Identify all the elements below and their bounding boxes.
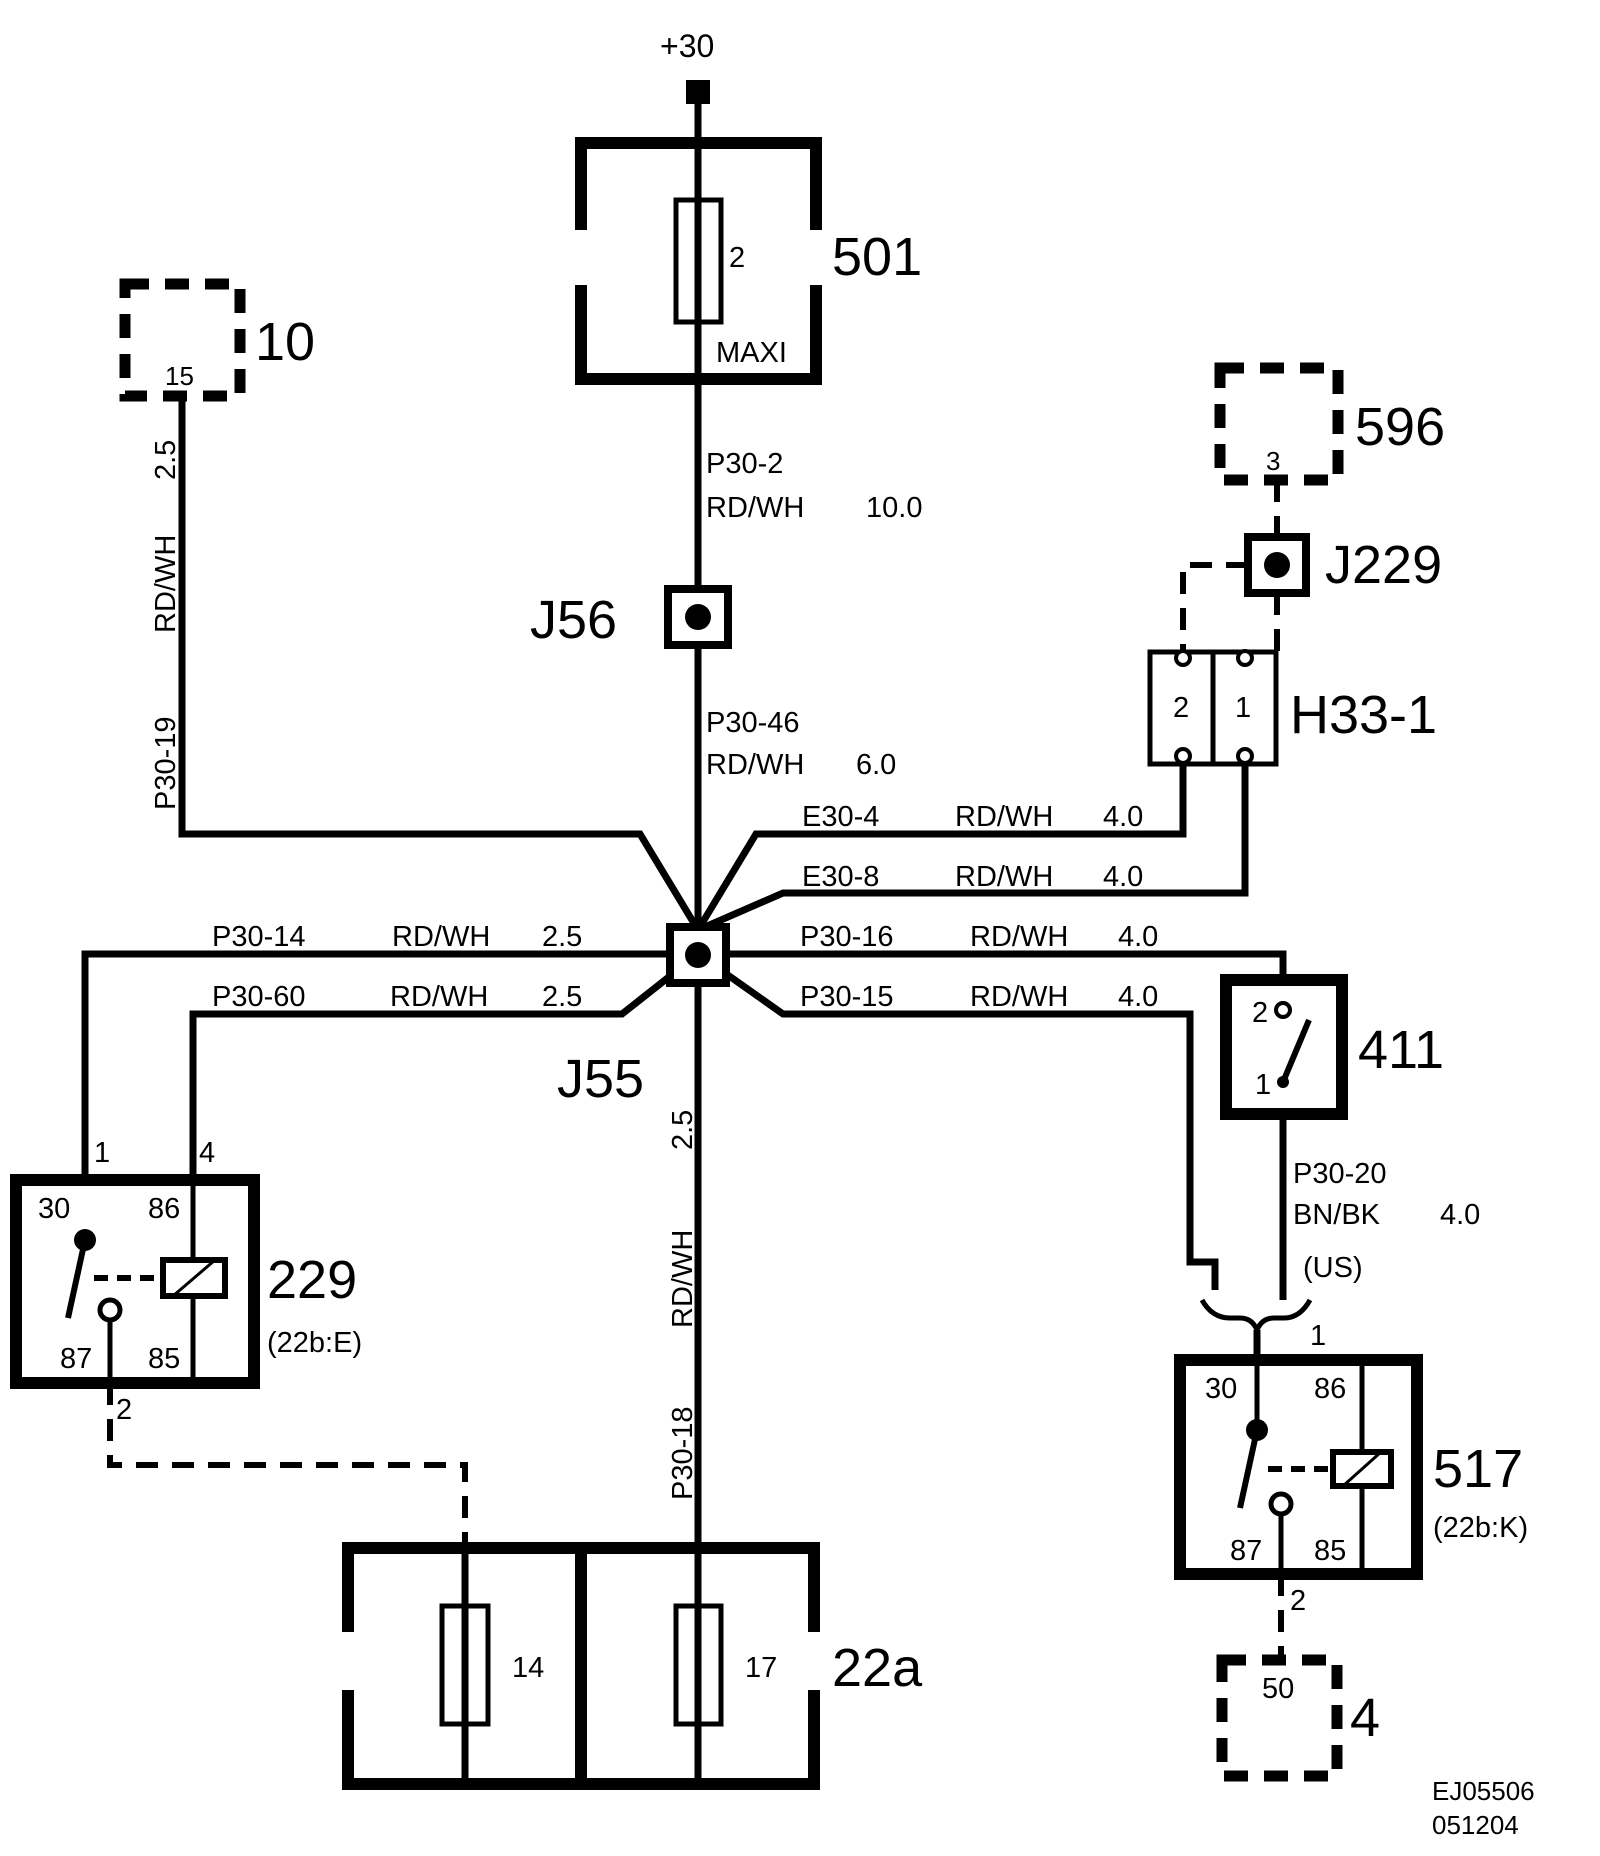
fuse-number-17: 17 — [745, 1652, 777, 1684]
wire-code-e30-8: E30-8 — [802, 861, 879, 893]
wire-size-p30-15: 4.0 — [1118, 981, 1158, 1013]
document-date: 051204 — [1432, 1810, 1519, 1840]
wire-merge-brace — [1199, 1298, 1313, 1337]
wire-size-e30-8: 4.0 — [1103, 861, 1143, 893]
fuse-number: 2 — [729, 242, 745, 274]
wire-color-p30-16: RD/WH — [970, 921, 1068, 953]
pin-2: 2 — [1290, 1585, 1306, 1617]
wire-code-p30-20: P30-20 — [1293, 1158, 1387, 1190]
terminal-86: 86 — [1314, 1373, 1346, 1405]
wire-p30-14 — [81, 950, 698, 1180]
wire-p30-16 — [698, 950, 1287, 980]
connector-596: 3 596 — [1214, 362, 1445, 486]
terminal-30: 30 — [1205, 1373, 1237, 1405]
wire-color-p30-19: RD/WH — [150, 535, 182, 633]
wire-color-p30-2: RD/WH — [706, 492, 804, 524]
wire-code-p30-2: P30-2 — [706, 448, 783, 480]
wire-p30-15 — [695, 951, 1219, 1290]
component-label-501: 501 — [832, 227, 922, 287]
wire-code-p30-46: P30-46 — [706, 707, 800, 739]
wire-color-p30-15: RD/WH — [970, 981, 1068, 1013]
fuse-type-label: MAXI — [716, 337, 787, 369]
splice-label-j55: J55 — [557, 1049, 644, 1109]
pin-2: 2 — [1173, 692, 1189, 724]
wire-code-p30-18: P30-18 — [667, 1406, 699, 1500]
supply-terminal: +30 — [660, 28, 714, 104]
component-label-4: 4 — [1350, 1688, 1380, 1748]
fuse-box-501: 2 MAXI 501 — [572, 137, 922, 385]
pin-1: 1 — [1235, 692, 1251, 724]
wire-size-p30-18: 2.5 — [667, 1110, 699, 1150]
wire-code-p30-16: P30-16 — [800, 921, 894, 953]
wire-color-p30-14: RD/WH — [392, 921, 490, 953]
connector-4: 50 4 — [1216, 1654, 1380, 1782]
wire-e30-8 — [696, 764, 1249, 934]
wire-color-p30-60: RD/WH — [390, 981, 488, 1013]
component-ref-22b-k: (22b:K) — [1433, 1512, 1528, 1544]
wire-size-p30-16: 4.0 — [1118, 921, 1158, 953]
dashed-wire-229-to-22a — [107, 1383, 468, 1542]
splice-j229: J229 — [1244, 533, 1442, 597]
splice-label-j229: J229 — [1325, 535, 1442, 595]
wire-code-e30-4: E30-4 — [802, 801, 879, 833]
terminal-86: 86 — [148, 1193, 180, 1225]
wire-size-p30-60: 2.5 — [542, 981, 582, 1013]
wire-color-e30-8: RD/WH — [955, 861, 1053, 893]
component-label-517: 517 — [1433, 1439, 1523, 1499]
component-ref-22b-e: (22b:E) — [267, 1327, 362, 1359]
wire-size-p30-2: 10.0 — [866, 492, 922, 524]
fuse-box-22a: 14 17 22a — [339, 1542, 923, 1790]
wire-size-p30-46: 6.0 — [856, 749, 896, 781]
component-label-h33-1: H33-1 — [1290, 685, 1437, 745]
pin-50: 50 — [1262, 1673, 1294, 1705]
svg-text:+30: +30 — [660, 28, 714, 64]
pin-15: 15 — [165, 361, 194, 391]
document-id: EJ05506 — [1432, 1776, 1535, 1806]
component-label-10: 10 — [255, 312, 315, 372]
market-note-us: (US) — [1303, 1252, 1363, 1284]
terminal-87: 87 — [60, 1343, 92, 1375]
wire-code-p30-60: P30-60 — [212, 981, 306, 1013]
pin-2: 2 — [1252, 997, 1268, 1029]
wire-e30-4 — [695, 764, 1187, 932]
splice-j55: J55 — [557, 923, 730, 1109]
component-label-411: 411 — [1358, 1020, 1444, 1080]
connector-10: 15 10 — [119, 278, 315, 402]
terminal-85: 85 — [1314, 1535, 1346, 1567]
switch-411: 2 1 411 — [1220, 974, 1444, 1120]
wire-color-p30-18: RD/WH — [667, 1230, 699, 1328]
relay-229: 1 4 30 86 87 85 229 (22b:E) — [10, 1137, 362, 1389]
connector-h33-1: 2 1 H33-1 — [1147, 649, 1437, 767]
dashed-wire — [1180, 562, 1248, 652]
pin-1: 1 — [1310, 1320, 1326, 1352]
wire-size-p30-19: 2.5 — [150, 440, 182, 480]
wire-size-p30-14: 2.5 — [542, 921, 582, 953]
component-label-596: 596 — [1355, 397, 1445, 457]
splice-j56: J56 — [530, 585, 732, 650]
terminal-85: 85 — [148, 1343, 180, 1375]
wire-color-p30-46: RD/WH — [706, 749, 804, 781]
pin-4: 4 — [199, 1137, 215, 1169]
wire-code-p30-19: P30-19 — [150, 716, 182, 810]
wire-color-p30-20: BN/BK — [1293, 1199, 1381, 1231]
relay-517: 30 86 87 85 517 (22b:K) — [1174, 1354, 1528, 1580]
wire-size-e30-4: 4.0 — [1103, 801, 1143, 833]
pin-1: 1 — [94, 1137, 110, 1169]
wire-color-e30-4: RD/WH — [955, 801, 1053, 833]
wire-size-p30-20: 4.0 — [1440, 1199, 1480, 1231]
component-label-229: 229 — [267, 1250, 357, 1310]
fuse-number-14: 14 — [512, 1652, 544, 1684]
wire-p30-60 — [189, 951, 701, 1180]
terminal-30: 30 — [38, 1193, 70, 1225]
pin-1: 1 — [1255, 1069, 1271, 1101]
component-label-22a: 22a — [832, 1638, 923, 1698]
wire-p30-19 — [178, 396, 701, 932]
pin-3: 3 — [1266, 446, 1280, 476]
pin-2: 2 — [116, 1394, 132, 1426]
terminal-87: 87 — [1230, 1535, 1262, 1567]
wire-code-p30-14: P30-14 — [212, 921, 306, 953]
splice-label-j56: J56 — [530, 590, 617, 650]
wire-code-p30-15: P30-15 — [800, 981, 894, 1013]
